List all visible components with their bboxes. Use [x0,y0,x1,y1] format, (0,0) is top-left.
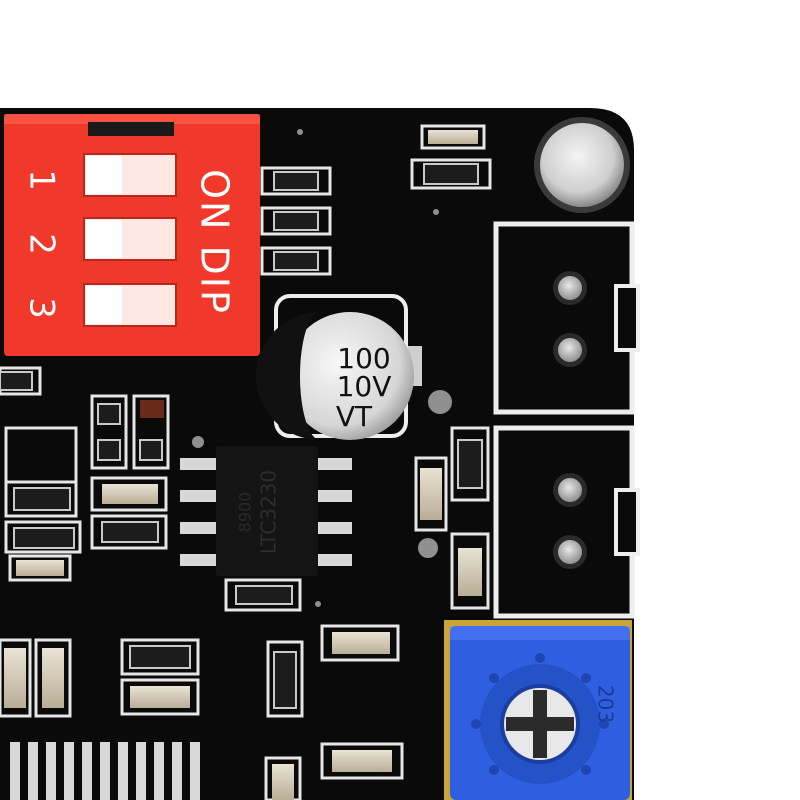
electrolytic-capacitor: 100 10V VT [256,294,422,440]
dip-switch[interactable]: 1 2 3 ON DIP [4,114,260,356]
dip-slot-1[interactable] [83,153,177,197]
terminal-block-bottom[interactable] [493,425,640,619]
dip-number-1: 1 [22,169,62,191]
capacitor-value: 100 [337,342,390,375]
ic-chip: LTC3230 8900 [180,446,352,576]
dip-label: ON DIP [193,169,237,315]
mounting-hole [534,117,630,213]
dip-slot-2[interactable] [83,217,177,261]
potentiometer[interactable]: 203 [444,620,632,800]
dip-number-2: 2 [22,233,62,255]
terminal-block-top[interactable] [493,221,640,415]
chip-marking: LTC3230 [257,470,281,554]
capacitor-series: VT [336,400,373,433]
chip-marking-alt: 8900 [236,492,255,533]
potentiometer-marking: 203 [594,685,618,723]
capacitor-voltage: 10V [337,370,392,403]
dip-slot-3[interactable] [83,283,177,327]
dip-number-3: 3 [22,297,62,319]
smd-resistors [0,130,483,800]
smd-components [0,124,492,800]
vias [192,129,452,607]
header-pins [10,742,200,800]
